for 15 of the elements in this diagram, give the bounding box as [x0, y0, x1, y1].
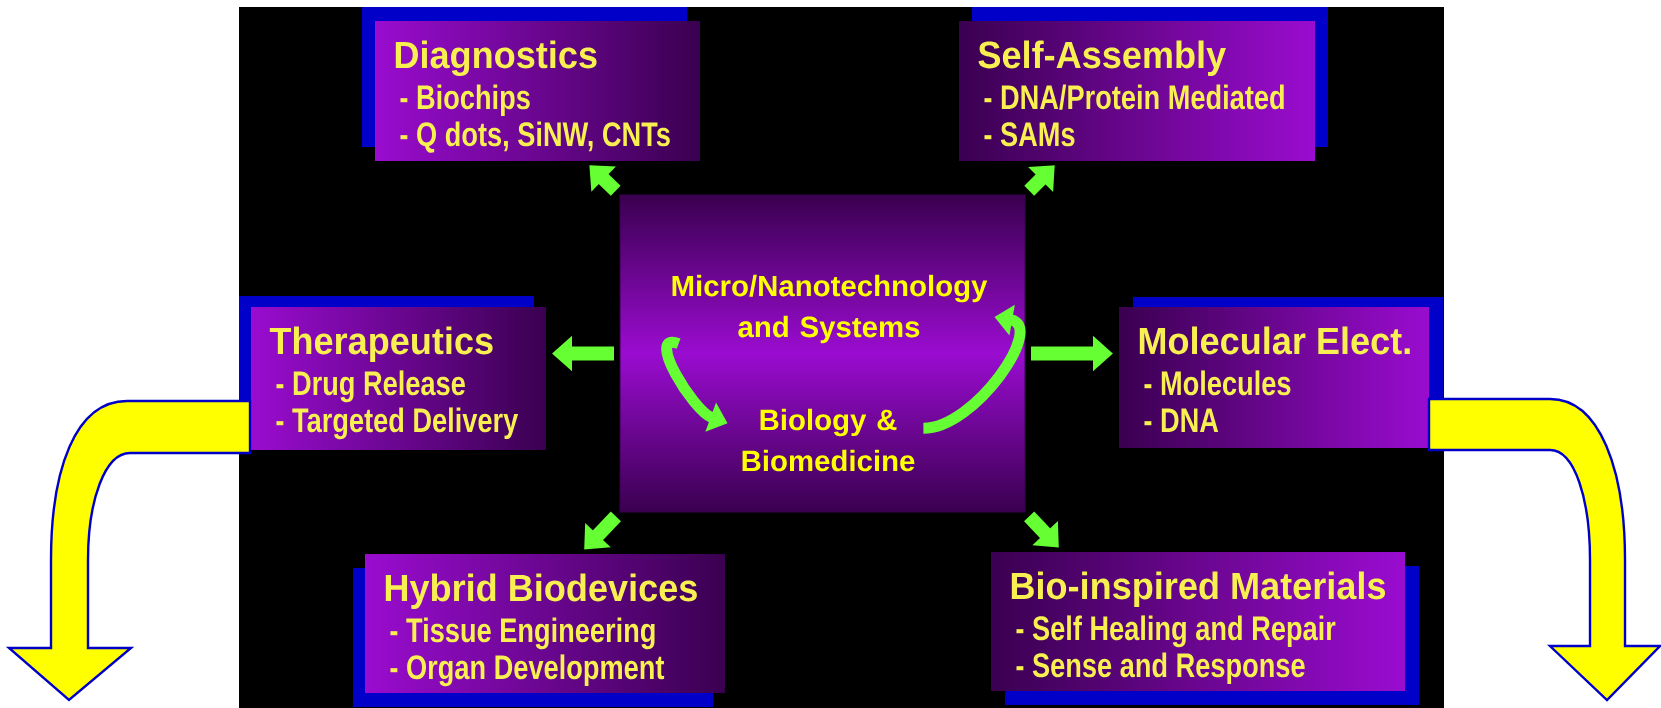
arrow [584, 511, 621, 550]
arrow [1024, 511, 1059, 548]
topic-box: Self-Assembly - DNA/Protein Mediated - SAMs [959, 7, 1328, 161]
arrow [1024, 165, 1055, 196]
center-text: Micro/Nanotechnology and Systems [672, 274, 988, 344]
arrow [589, 165, 621, 196]
block-arrow [7, 399, 252, 702]
block-arrow [1427, 397, 1661, 702]
topic-box: Molecular Elect. - Molecules - DNA [1119, 297, 1443, 448]
topic-box: Bio-inspired Materials - Self Healing and Repair - Sense and Response [991, 552, 1419, 705]
topic-box: Therapeutics - Drug Release - Targeted Delivery [239, 296, 546, 450]
center-box [619, 194, 1026, 513]
topic-box: Diagnostics - Biochips - Q dots, SiNW, CNTs [362, 7, 700, 161]
center-text: Biology & Biomedicine [742, 408, 915, 472]
topic-box: Hybrid Biodevices - Tissue Engineering - Organ Development [353, 554, 725, 707]
